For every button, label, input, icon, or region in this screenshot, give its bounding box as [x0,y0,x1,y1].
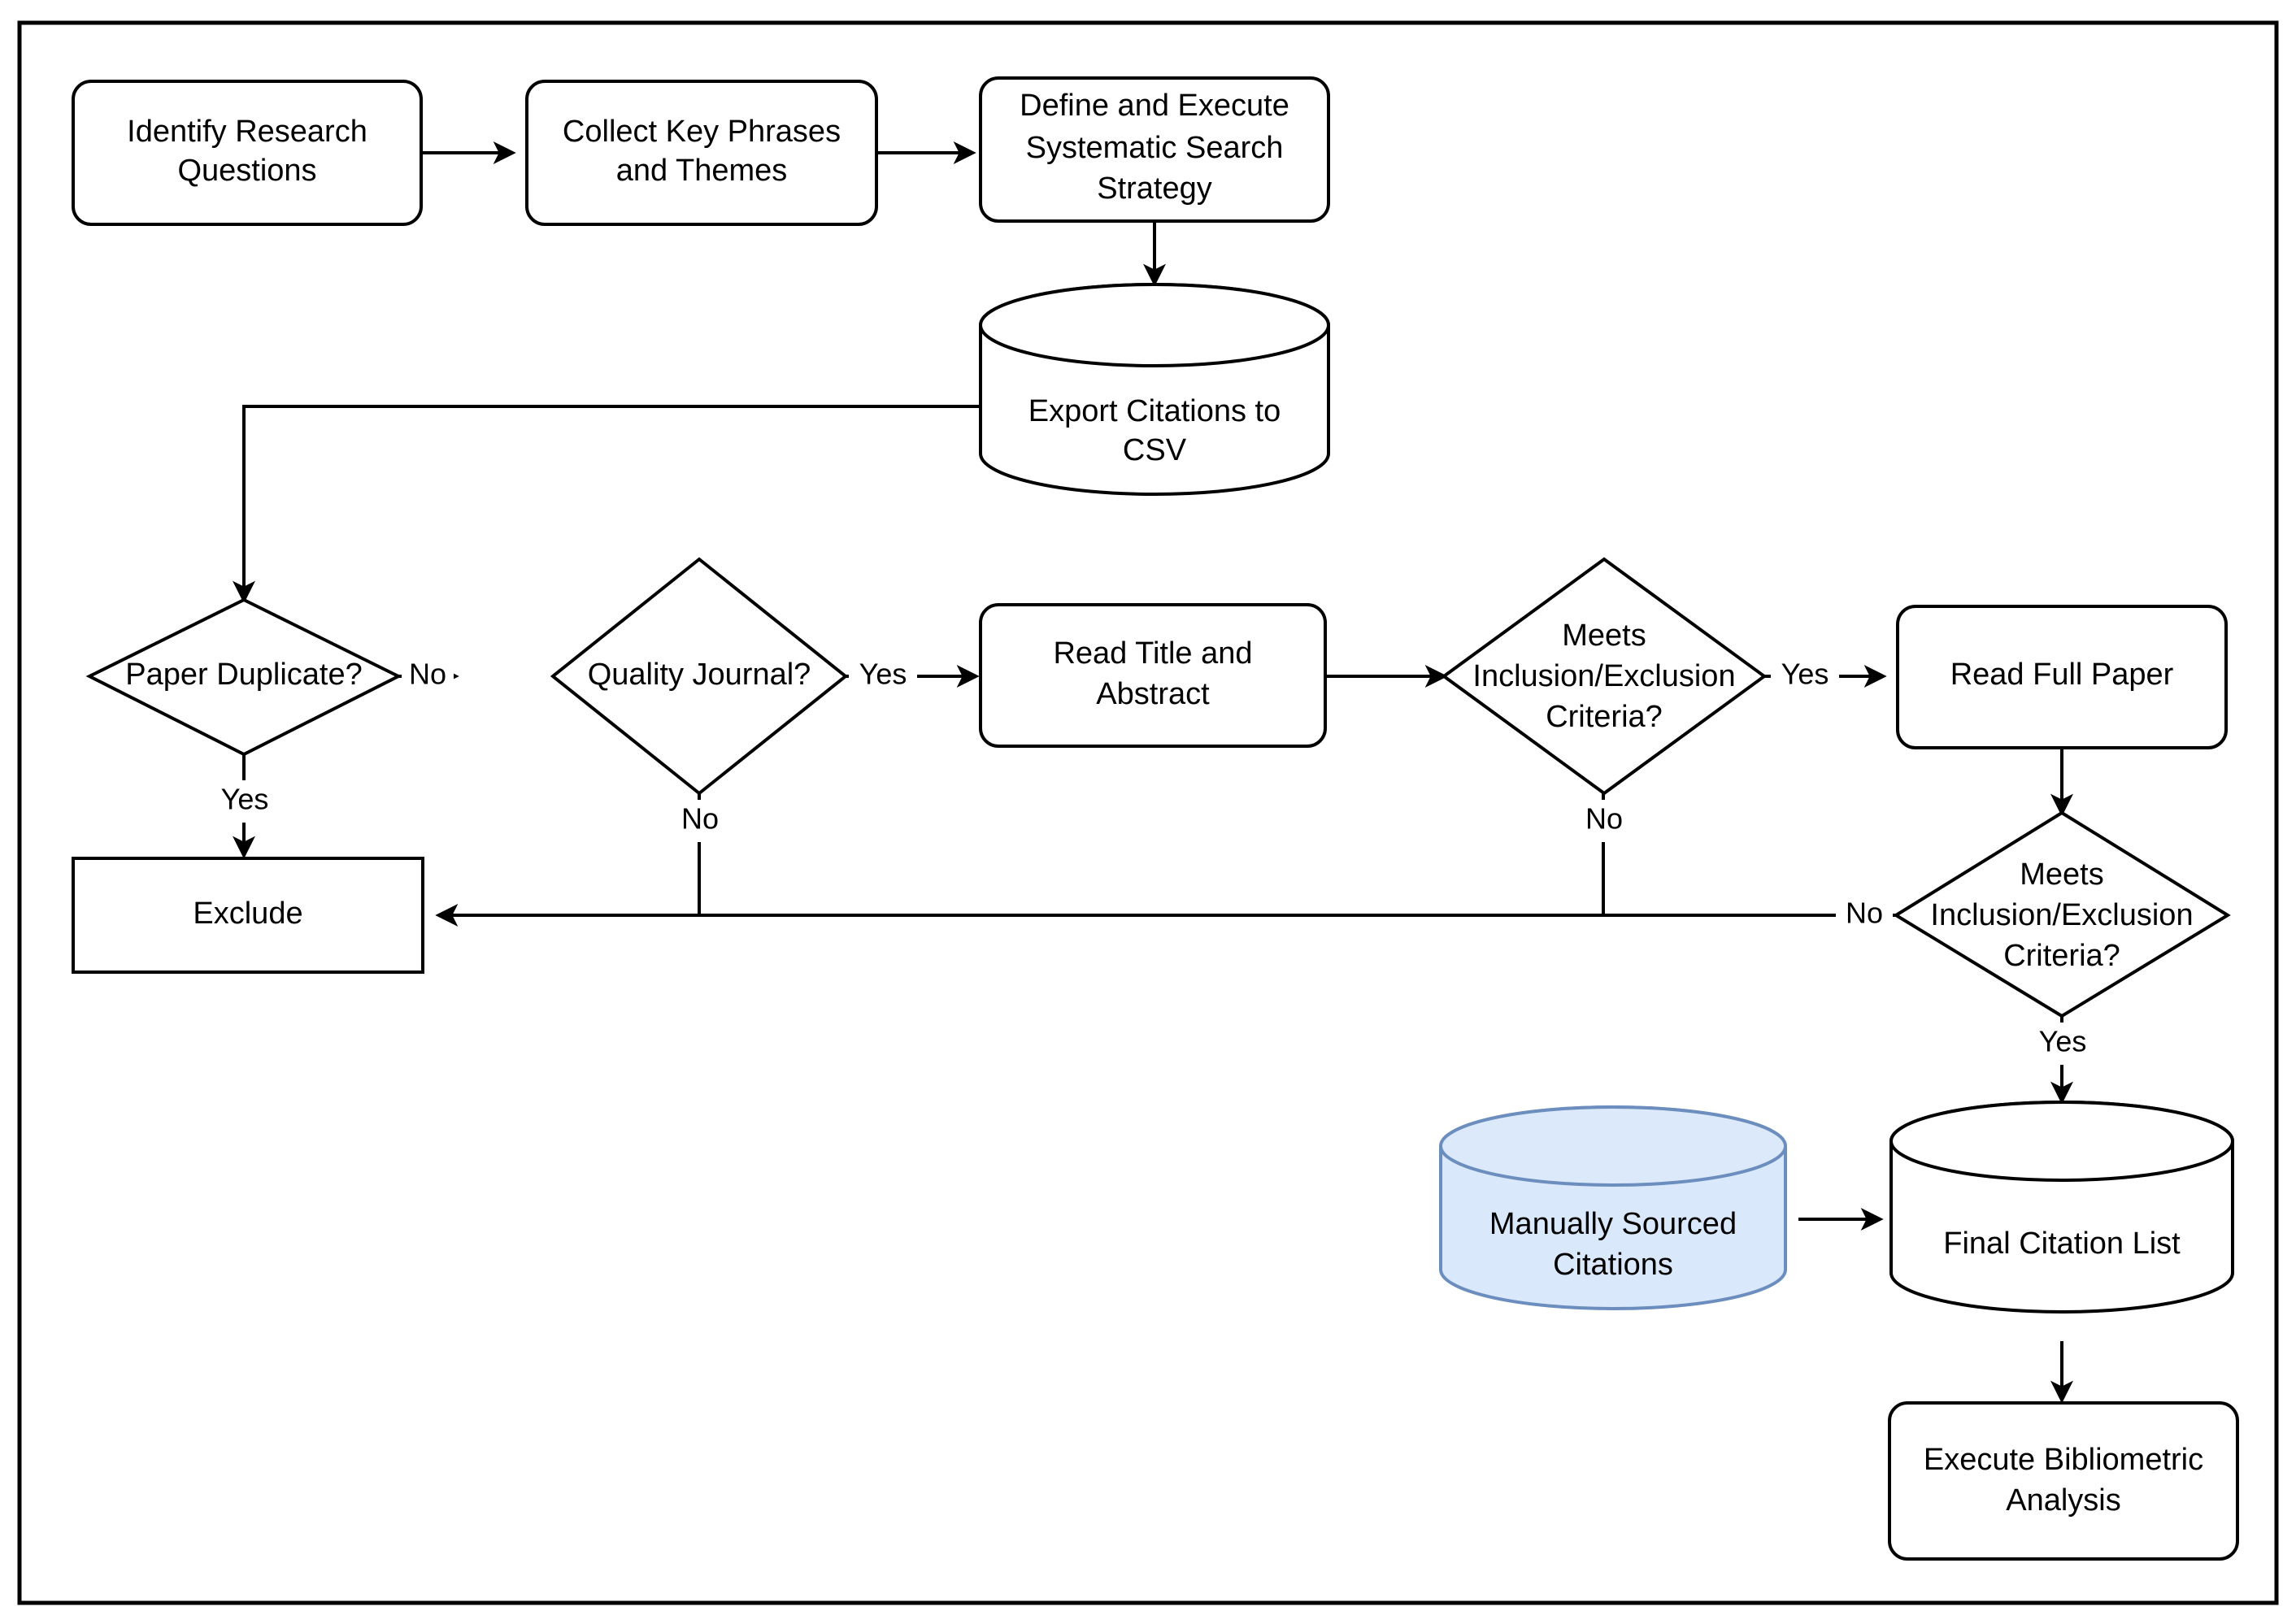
collect-key-phrases-shape [525,80,878,226]
diagram-frame [17,20,2279,1605]
exclude-label: Exclude [193,897,302,931]
collect-key-phrases-label-line2: and Themes [616,154,788,188]
edge-label-quality-journal-no: No [681,802,719,836]
define-execute-search-label-line1: Define and Execute [1020,89,1289,123]
identify-research-questions-shape [72,80,423,226]
meets-criteria-2-shape [1893,810,2231,1018]
execute-bibliometric-analysis-shape [1888,1401,2239,1561]
meets-criteria-2-label-line3: Criteria? [2003,939,2120,973]
node-exclude[interactable]: Exclude [72,857,424,974]
execute-bibliometric-analysis-label-line1: Execute Bibliometric [1924,1443,2203,1477]
export-citations-csv-top [978,283,1331,367]
node-paper-duplicate[interactable]: Paper Duplicate? [85,597,402,757]
quality-journal-label: Quality Journal? [588,658,811,692]
meets-criteria-2-label-line1: Meets [2020,858,2103,892]
read-title-abstract-label-line1: Read Title and [1053,636,1252,671]
manually-sourced-citations-label-line2: Citations [1553,1248,1673,1282]
read-title-abstract-label-line2: Abstract [1096,677,1210,711]
manually-sourced-citations-top [1438,1105,1788,1187]
edge-label-criteria2-yes: Yes [2039,1025,2087,1058]
meets-criteria-2-label-line2: Inclusion/Exclusion [1930,898,2193,932]
meets-criteria-1-shape [1441,557,1768,796]
final-citation-list-label: Final Citation List [1943,1227,2181,1261]
define-execute-search-label-line2: Systematic Search [1026,131,1284,165]
label-bg-dup-no [402,655,454,697]
node-final-citation-list[interactable]: Final Citation List [1889,1101,2235,1314]
edge-label-quality-journal-yes: Yes [859,658,907,691]
paper-duplicate-label: Paper Duplicate? [125,658,363,692]
edge-label-paper-duplicate-yes: Yes [221,783,269,816]
read-title-abstract-shape [979,603,1327,748]
node-define-execute-search[interactable]: Define and Execute Systematic Search Str… [979,76,1330,223]
label-bg-crit2-yes [2026,1023,2099,1065]
edge-label-paper-duplicate-no: No [409,658,446,691]
label-bg-journal-yes [849,655,917,697]
define-execute-search-label-line3: Strategy [1097,172,1212,206]
edge-label-criteria1-yes: Yes [1781,658,1829,691]
edge-label-group: No Yes Yes No Yes No No Yes [208,655,2099,1065]
node-export-citations-csv[interactable]: Export Citations to CSV [978,283,1331,496]
label-bg-journal-no [673,800,727,842]
paper-duplicate-shape [85,597,402,757]
edge-export-to-paper-duplicate [233,405,981,604]
node-meets-criteria-1[interactable]: Meets Inclusion/Exclusion Criteria? [1441,557,1768,796]
collect-key-phrases-label-line1: Collect Key Phrases [563,115,841,149]
label-bg-crit2-no [1836,894,1893,936]
edge-label-criteria2-no: No [1846,897,1883,930]
node-collect-key-phrases[interactable]: Collect Key Phrases and Themes [525,80,878,226]
node-identify-research-questions[interactable]: Identify Research Questions [72,80,423,226]
execute-bibliometric-analysis-label-line2: Analysis [2006,1483,2121,1518]
node-execute-bibliometric-analysis[interactable]: Execute Bibliometric Analysis [1888,1401,2239,1561]
quality-journal-shape [550,557,849,796]
node-quality-journal[interactable]: Quality Journal? [550,557,849,796]
export-citations-csv-label-line1: Export Citations to [1028,394,1281,428]
node-manually-sourced-citations[interactable]: Manually Sourced Citations [1438,1105,1788,1310]
node-meets-criteria-2[interactable]: Meets Inclusion/Exclusion Criteria? [1893,810,2231,1018]
label-bg-crit1-yes [1771,655,1839,697]
label-bg-dup-yes [208,780,281,823]
meets-criteria-1-label-line1: Meets [1562,619,1646,653]
export-citations-csv-label-line2: CSV [1123,433,1187,467]
node-read-title-abstract[interactable]: Read Title and Abstract [979,603,1327,748]
identify-research-questions-label-line1: Identify Research [127,115,367,149]
meets-criteria-1-label-line2: Inclusion/Exclusion [1472,659,1735,693]
edge-label-criteria1-no: No [1585,802,1623,836]
node-read-full-paper[interactable]: Read Full Paper [1896,605,2228,749]
meets-criteria-1-label-line3: Criteria? [1546,700,1663,734]
identify-research-questions-label-line2: Questions [177,154,316,188]
label-bg-crit1-no [1577,800,1631,842]
define-execute-search-shape [979,76,1330,223]
manually-sourced-citations-label-line1: Manually Sourced [1489,1207,1737,1241]
read-full-paper-label: Read Full Paper [1950,658,2174,692]
final-citation-list-top [1889,1101,2235,1182]
exclude-shape [72,857,424,974]
read-full-paper-shape [1896,605,2228,749]
